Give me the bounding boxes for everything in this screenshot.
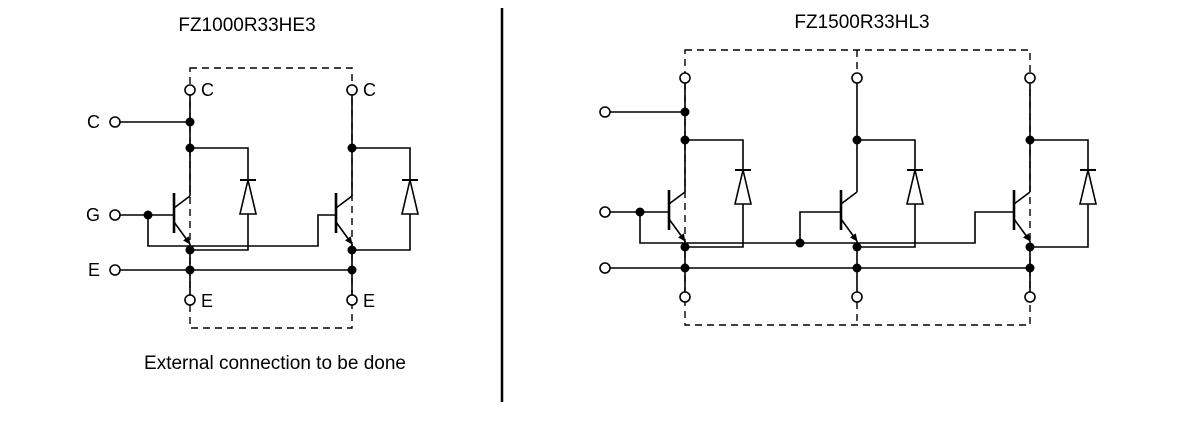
left-terminals — [109, 84, 358, 306]
junction-dot — [347, 143, 357, 153]
left-external-wiring — [120, 121, 352, 271]
junction-dot — [852, 135, 862, 145]
external-gate-terminal — [599, 206, 611, 218]
cell2-bottom-label: E — [363, 291, 375, 311]
junction-dot — [185, 265, 195, 275]
left-module-title: FZ1000R33HE3 — [178, 15, 315, 36]
junction-dot — [680, 263, 690, 273]
cell-wiring — [1013, 83, 1089, 292]
igbt-emitter-arrow — [173, 221, 191, 245]
junction-dot — [680, 107, 690, 117]
module-collector-terminal-3 — [1024, 72, 1036, 84]
junction-dot — [185, 245, 195, 255]
external-collector-label: C — [87, 112, 100, 132]
cell-wiring — [668, 83, 744, 292]
left-igbt-diode-cell-2 — [334, 95, 420, 295]
cell1-bottom-label: E — [201, 291, 213, 311]
cell2-top-label: C — [363, 80, 376, 100]
junction-dot — [347, 265, 357, 275]
left-module-caption: External connection to be done — [144, 353, 406, 374]
cell-wiring — [173, 95, 249, 295]
junction-dot — [795, 238, 805, 248]
right-igbt-diode-cell-3 — [1012, 83, 1098, 292]
junction-dot — [680, 242, 690, 252]
external-gate-label: G — [86, 205, 100, 225]
igbt-emitter-arrow — [668, 218, 686, 242]
junction-dot — [143, 210, 153, 220]
module-collector-terminal-1 — [184, 84, 196, 96]
right-external-wiring — [610, 111, 1030, 269]
external-collector-terminal — [109, 116, 121, 128]
right-module-title: FZ1500R33HL3 — [794, 12, 929, 33]
module-emitter-terminal-2 — [346, 294, 358, 306]
module-collector-terminal-2 — [851, 72, 863, 84]
diode-triangle — [400, 179, 420, 215]
external-collector-terminal — [599, 106, 611, 118]
diode-triangle — [905, 169, 925, 205]
junction-dot — [852, 263, 862, 273]
right-igbt-diode-cell-2 — [839, 83, 925, 292]
left-igbt-diode-cell-1 — [172, 95, 258, 295]
left-external-connection-boundary — [189, 67, 353, 329]
right-module-schematic: FZ1500R33HL3 — [599, 12, 1098, 326]
cell-wiring — [335, 95, 411, 295]
junction-dot — [852, 242, 862, 252]
left-module-schematic: FZ1000R33HE3 — [86, 15, 420, 374]
igbt-emitter-arrow — [335, 221, 353, 245]
module-emitter-terminal-1 — [679, 291, 691, 303]
left-junction-dots — [143, 117, 357, 275]
junction-dot — [347, 245, 357, 255]
external-emitter-label: E — [88, 260, 100, 280]
diode-triangle — [238, 179, 258, 215]
module-emitter-terminal-2 — [851, 291, 863, 303]
module-emitter-terminal-3 — [1024, 291, 1036, 303]
junction-dot — [1025, 135, 1035, 145]
module-collector-terminal-2 — [346, 84, 358, 96]
igbt-emitter-arrow — [1013, 218, 1031, 242]
junction-dot — [1025, 263, 1035, 273]
junction-dot — [1025, 242, 1035, 252]
cell-wiring — [840, 83, 916, 292]
external-emitter-terminal — [109, 264, 121, 276]
cell1-top-label: C — [201, 80, 214, 100]
diode-triangle — [733, 169, 753, 205]
module-emitter-terminal-1 — [184, 294, 196, 306]
junction-dot — [635, 207, 645, 217]
right-junction-dots — [635, 107, 1035, 273]
igbt-emitter-arrow — [840, 218, 858, 242]
external-emitter-terminal — [599, 262, 611, 274]
junction-dot — [185, 117, 195, 127]
right-terminals — [599, 72, 1036, 303]
module-collector-terminal-1 — [679, 72, 691, 84]
junction-dot — [185, 143, 195, 153]
diode-triangle — [1078, 169, 1098, 205]
junction-dot — [680, 135, 690, 145]
external-gate-terminal — [109, 209, 121, 221]
